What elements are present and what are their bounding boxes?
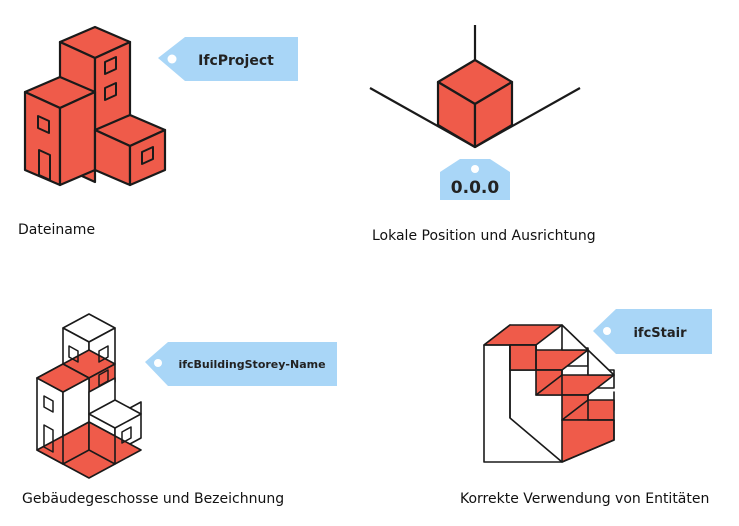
storey-tag-label: ifcBuildingStorey-Name (178, 358, 325, 371)
ifcstair-tag: ifcStair (593, 309, 712, 354)
buildings-icon (23, 25, 167, 187)
storey-buildings-icon (36, 313, 142, 479)
caption-lokale-position: Lokale Position und Ausrichtung (372, 228, 596, 244)
axis-cube-icon (369, 25, 581, 149)
stair-icon (483, 324, 615, 463)
ifcstair-tag-label: ifcStair (633, 326, 687, 341)
origin-tag-label: 0.0.0 (451, 178, 500, 198)
storey-tag: ifcBuildingStorey-Name (145, 342, 337, 386)
caption-dateiname: Dateiname (18, 222, 96, 238)
ifcproject-tag-label: IfcProject (198, 53, 274, 69)
ifcproject-tag: IfcProject (158, 37, 298, 81)
caption-gebaeudegeschosse: Gebäudegeschosse und Bezeichnung (22, 491, 285, 507)
caption-entitaeten: Korrekte Verwendung von Entitäten (460, 491, 710, 507)
origin-tag: 0.0.0 (440, 159, 510, 200)
